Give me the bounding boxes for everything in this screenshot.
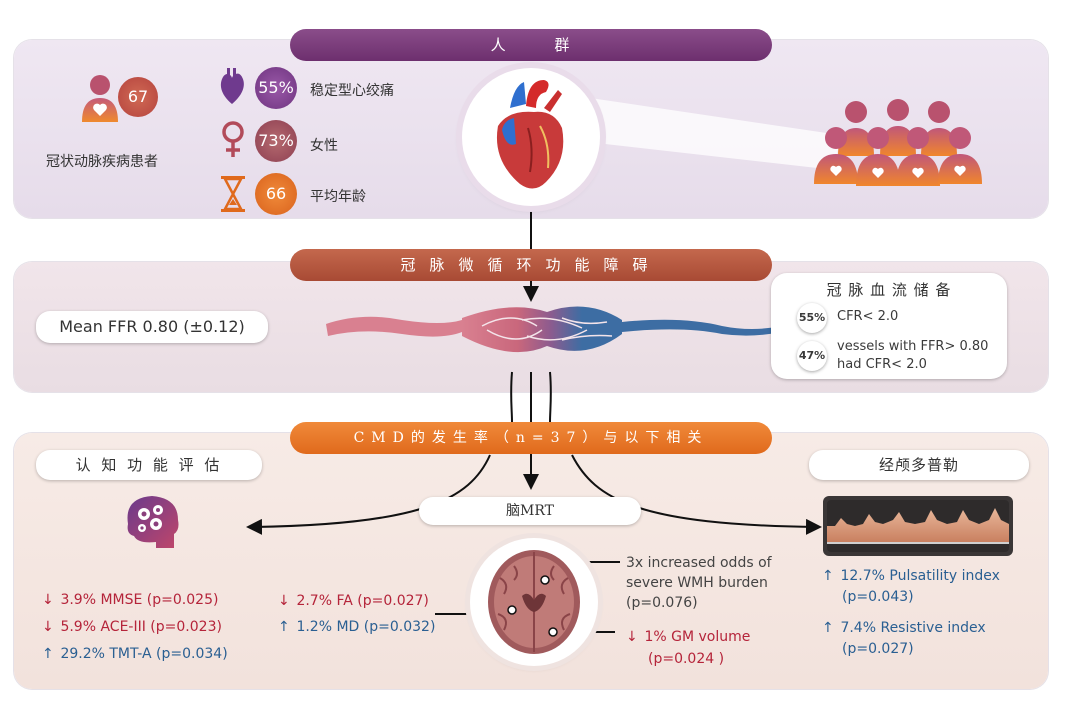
wmh-line2: severe WMH burden xyxy=(626,575,768,591)
association-banner: CMD的发生率（n=37）与以下相关 xyxy=(290,422,772,454)
md-text: 1.2% MD (p=0.032) xyxy=(296,619,436,635)
patients-label: 冠状动脉疾病患者 xyxy=(46,154,158,170)
ri-line2: (p=0.027) xyxy=(842,641,914,657)
mean-age-badge: 66 xyxy=(255,173,297,215)
wmh-text: 3x increased odds of severe WMH burden (… xyxy=(626,553,806,613)
pi-line1: 12.7% Pulsatility index xyxy=(840,568,1000,584)
stable-angina-label: 稳定型心绞痛 xyxy=(310,83,394,99)
down-arrow-icon: ↓ xyxy=(42,619,54,635)
brain-mri-icon xyxy=(488,550,580,654)
crowd-icon xyxy=(814,99,982,186)
heart-illustration xyxy=(462,68,600,206)
female-badge: 73% xyxy=(255,120,297,162)
cfr-stat2-line2: had CFR< 2.0 xyxy=(837,357,927,372)
female-label: 女性 xyxy=(310,138,338,154)
doppler-title: 经颅多普勒 xyxy=(809,450,1029,480)
down-arrow-icon: ↓ xyxy=(626,629,638,645)
brain-mri-illustration xyxy=(470,538,598,666)
mri-title: 脑MRT xyxy=(419,497,641,525)
stable-angina-badge: 55% xyxy=(255,67,297,109)
ace-text: 5.9% ACE-III (p=0.023) xyxy=(60,619,222,635)
up-arrow-icon: ↑ xyxy=(278,619,290,635)
up-arrow-icon: ↑ xyxy=(822,620,834,636)
wmh-line1: 3x increased odds of xyxy=(626,555,772,571)
cfr-card: 冠 脉 血 流 储 备 55% CFR< 2.0 47% vessels wit… xyxy=(771,273,1007,379)
vessel-icon xyxy=(326,306,782,353)
heart-icon xyxy=(220,68,244,104)
wmh-line3: (p=0.076) xyxy=(626,595,698,611)
gm-line2: (p=0.024 ) xyxy=(648,651,725,667)
cognitive-item-mmse: ↓ 3.9% MMSE (p=0.025) xyxy=(42,592,218,608)
mri-md: ↑ 1.2% MD (p=0.032) xyxy=(278,619,435,635)
population-banner: 人 群 xyxy=(290,29,772,61)
down-arrow-icon: ↓ xyxy=(278,593,290,609)
up-arrow-icon: ↑ xyxy=(42,646,54,662)
fa-text: 2.7% FA (p=0.027) xyxy=(296,593,429,609)
cognitive-item-ace: ↓ 5.9% ACE-III (p=0.023) xyxy=(42,619,222,635)
hourglass-icon xyxy=(221,176,245,212)
mri-fa: ↓ 2.7% FA (p=0.027) xyxy=(278,593,429,609)
down-arrow-icon: ↓ xyxy=(42,592,54,608)
mmse-text: 3.9% MMSE (p=0.025) xyxy=(60,592,219,608)
mean-ffr-pill: Mean FFR 0.80 (±0.12) xyxy=(36,311,268,343)
resistive-index: ↑ 7.4% Resistive index (p=0.027) xyxy=(822,618,986,660)
cfr-stat1-text: CFR< 2.0 xyxy=(837,309,899,324)
cognitive-title: 认 知 功 能 评 估 xyxy=(36,450,262,480)
pulsatility-index: ↑ 12.7% Pulsatility index (p=0.043) xyxy=(822,566,1000,608)
cfr-stat2-line1: vessels with FFR> 0.80 xyxy=(837,339,989,354)
female-icon xyxy=(222,121,244,157)
ri-line1: 7.4% Resistive index xyxy=(840,620,986,636)
cognitive-item-tmt: ↑ 29.2% TMT-A (p=0.034) xyxy=(42,646,228,662)
up-arrow-icon: ↑ xyxy=(822,568,834,584)
cmd-banner: 冠脉微循环功能障碍 xyxy=(290,249,772,281)
gm-line1: 1% GM volume xyxy=(644,629,751,645)
brain-gear-icon xyxy=(127,496,179,548)
cfr-stat2-badge: 47% xyxy=(797,341,827,371)
cfr-stat1-badge: 55% xyxy=(797,303,827,333)
mean-age-label: 平均年龄 xyxy=(310,189,366,205)
gm-volume-text: ↓ 1% GM volume (p=0.024 ) xyxy=(626,626,750,670)
cfr-title: 冠 脉 血 流 储 备 xyxy=(826,281,952,299)
patients-count-badge: 67 xyxy=(118,77,158,117)
person-icon xyxy=(82,75,118,122)
doppler-waveform-icon xyxy=(823,496,1013,556)
tmt-text: 29.2% TMT-A (p=0.034) xyxy=(60,646,228,662)
pi-line2: (p=0.043) xyxy=(842,589,914,605)
anatomical-heart-icon xyxy=(496,80,564,189)
